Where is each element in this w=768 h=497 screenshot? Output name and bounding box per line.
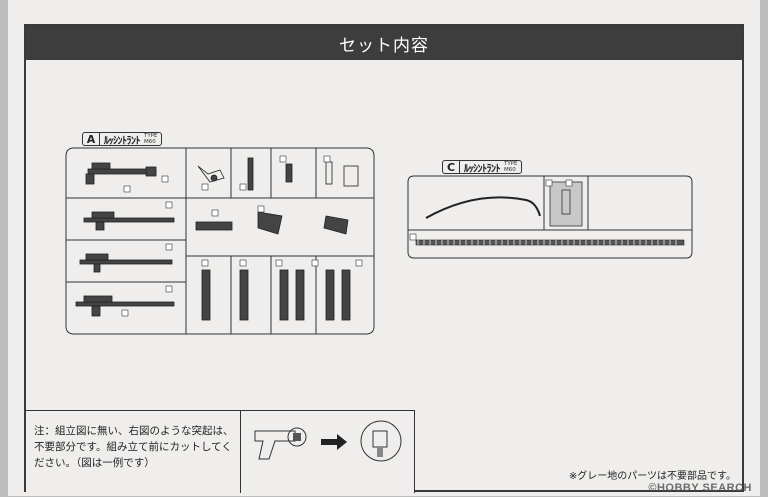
sprue-a-part-numbers [121,155,363,317]
sprue-a-tag: A ﾙｯｼﾝﾄﾗﾝﾄ TYPE M60 [82,132,162,147]
note-illustration [240,411,415,493]
manual-sheet: セット内容 [8,0,760,496]
arrow-right-icon [321,434,347,450]
sprue-a-letter: A [83,133,100,146]
sprue-c-parts [409,179,685,246]
sprue-a-logo: ﾙｯｼﾝﾄﾗﾝﾄ [104,135,141,147]
note-box: 注：組立図に無い、右図のような突起は、不要部分です。組み立て前にカットしてくださ… [26,410,415,493]
cut-example-drawing [254,420,402,462]
sprue-c-type: TYPE M60 [504,161,518,173]
sprue-a [65,147,375,335]
sprue-c-logo: ﾙｯｼﾝﾄﾗﾝﾄ [464,163,501,175]
sprue-c-letter: C [443,161,460,174]
page-title: セット内容 [339,35,429,56]
sprue-c [407,175,693,259]
note-text: 注：組立図に無い、右図のような突起は、不要部分です。組み立て前にカットしてくださ… [34,425,234,469]
sprue-c-tag: C ﾙｯｼﾝﾄﾗﾝﾄ TYPE M60 [442,160,522,175]
title-bar: セット内容 [26,26,742,60]
watermark: ©HOBBY SEARCH [648,482,752,494]
sprue-a-parts [75,157,359,321]
set-contents-frame: セット内容 [24,24,744,493]
unused-parts-footnote: ※グレー地のパーツは不要部品です。 [568,471,736,482]
sprue-a-type: TYPE M60 [144,133,158,145]
sprue-diagram [65,147,693,335]
